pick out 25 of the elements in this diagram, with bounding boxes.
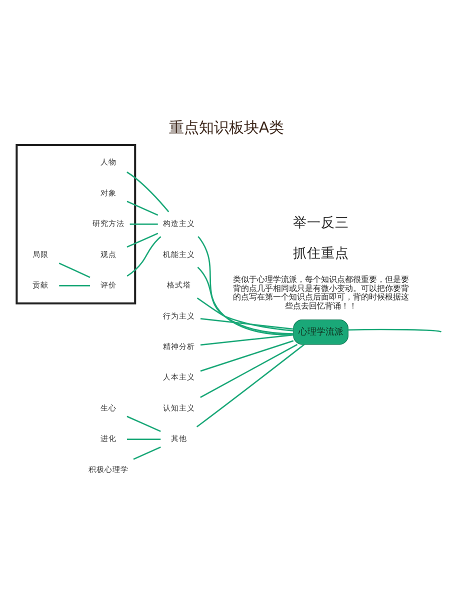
connector	[200, 340, 294, 372]
connector	[133, 446, 161, 460]
connector	[200, 334, 294, 346]
cluster	[16, 144, 136, 304]
connector	[196, 298, 294, 332]
connector	[198, 236, 294, 336]
connector	[126, 200, 158, 216]
connector	[126, 236, 162, 277]
connector	[126, 416, 161, 432]
connector	[126, 172, 170, 212]
connector	[126, 438, 161, 440]
connector	[126, 232, 158, 248]
label: 举一反三	[292, 214, 349, 231]
connector	[348, 328, 442, 333]
label: 类似于心理学流派，每个知识点都很重要，但是要背的点几乎相同或只是有微小变动。可以把你要背的点写在第一个知识点后面即可，背的时候根据这些点去回忆背诵！！	[232, 274, 409, 311]
diagram-title: 重点知识板块A类	[168, 118, 284, 136]
node-box: 心理学流派	[293, 319, 348, 345]
connector	[200, 344, 298, 398]
connector	[130, 224, 158, 225]
connector	[59, 284, 90, 286]
label: 抓住重点	[292, 246, 349, 262]
connector	[200, 318, 294, 330]
connector	[58, 262, 90, 278]
connector	[196, 344, 305, 428]
connector	[197, 266, 294, 334]
